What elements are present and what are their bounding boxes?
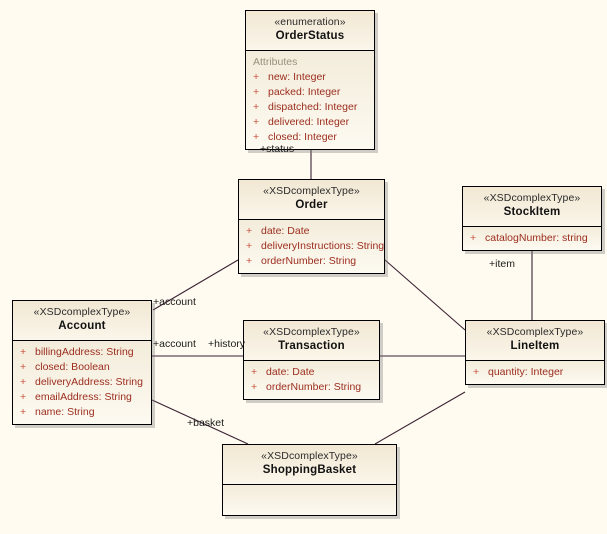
attribute-row: + closed: Boolean bbox=[18, 360, 147, 375]
connector-lineitem-shoppingbasket bbox=[374, 391, 466, 445]
attribute-visibility: + bbox=[473, 366, 480, 378]
attribute-text: billingAddress: String bbox=[35, 346, 134, 358]
attribute-visibility: + bbox=[246, 255, 253, 267]
attribute-text: catalogNumber: string bbox=[485, 232, 588, 244]
class-attributes-transaction: + date: Date + orderNumber: String bbox=[244, 361, 379, 399]
attribute-row: + catalogNumber: string bbox=[468, 231, 597, 246]
class-attributes-shoppingbasket bbox=[223, 485, 396, 515]
attribute-text: closed: Integer bbox=[268, 131, 337, 143]
connector-label-history: +history bbox=[208, 338, 246, 350]
class-header-shoppingbasket: «XSDcomplexType» ShoppingBasket bbox=[223, 445, 396, 485]
connector-label-account-upper: +account bbox=[153, 296, 196, 308]
attribute-text: packed: Integer bbox=[268, 86, 341, 98]
class-box-transaction[interactable]: «XSDcomplexType» Transaction + date: Dat… bbox=[243, 320, 380, 400]
attribute-visibility: + bbox=[246, 240, 253, 252]
attribute-row: + name: String bbox=[18, 405, 147, 420]
attribute-row: + packed: Integer bbox=[251, 85, 370, 100]
class-stereotype: «enumeration» bbox=[274, 16, 346, 28]
class-name: ShoppingBasket bbox=[262, 464, 357, 476]
class-name: OrderStatus bbox=[275, 30, 345, 42]
attribute-text: deliveryInstructions: String bbox=[261, 240, 385, 252]
class-stereotype: «XSDcomplexType» bbox=[263, 326, 360, 338]
attribute-text: orderNumber: String bbox=[266, 381, 362, 393]
class-name: Order bbox=[295, 199, 328, 211]
class-stereotype: «XSDcomplexType» bbox=[486, 326, 584, 338]
attribute-row: + quantity: Integer bbox=[471, 365, 600, 380]
class-attributes-order: + date: Date + deliveryInstructions: Str… bbox=[239, 220, 384, 273]
connector-label-status: +status bbox=[260, 143, 295, 155]
attribute-row: + billingAddress: String bbox=[18, 345, 147, 360]
class-stereotype: «XSDcomplexType» bbox=[261, 450, 358, 462]
attribute-text: date: Date bbox=[261, 225, 310, 237]
attribute-text: quantity: Integer bbox=[488, 366, 564, 378]
class-box-stockitem[interactable]: «XSDcomplexType» StockItem + catalogNumb… bbox=[462, 186, 602, 251]
class-name: StockItem bbox=[503, 206, 561, 218]
connector-label-item: +item bbox=[489, 258, 515, 270]
class-attributes-account: + billingAddress: String + closed: Boole… bbox=[13, 341, 151, 424]
attribute-text: name: String bbox=[35, 406, 95, 418]
attribute-visibility: + bbox=[253, 101, 260, 113]
attribute-text: orderNumber: String bbox=[261, 255, 357, 267]
attribute-visibility: + bbox=[251, 381, 258, 393]
class-stereotype: «XSDcomplexType» bbox=[263, 185, 360, 197]
connector-label-account-lower: +account bbox=[153, 338, 196, 350]
attribute-visibility: + bbox=[20, 361, 27, 373]
attribute-visibility: + bbox=[253, 116, 260, 128]
class-box-account[interactable]: «XSDcomplexType» Account + billingAddres… bbox=[12, 300, 152, 425]
class-box-orderstatus[interactable]: «enumeration» OrderStatus Attributes + n… bbox=[245, 10, 375, 150]
attribute-row: + deliveryAddress: String bbox=[18, 375, 147, 390]
attribute-row: + new: Integer bbox=[251, 70, 370, 85]
attribute-row: + emailAddress: String bbox=[18, 390, 147, 405]
attribute-visibility: + bbox=[20, 346, 27, 358]
attribute-visibility: + bbox=[253, 86, 260, 98]
class-stereotype: «XSDcomplexType» bbox=[483, 192, 581, 204]
class-attributes-orderstatus: Attributes + new: Integer + packed: Inte… bbox=[246, 51, 374, 149]
attribute-row: + delivered: Integer bbox=[251, 115, 370, 130]
attribute-text: delivered: Integer bbox=[268, 116, 350, 128]
attribute-visibility: + bbox=[251, 366, 258, 378]
attribute-row: + orderNumber: String bbox=[249, 380, 375, 395]
attribute-visibility: + bbox=[20, 406, 27, 418]
class-header-lineitem: «XSDcomplexType» LineItem bbox=[466, 321, 604, 361]
attribute-text: closed: Boolean bbox=[35, 361, 110, 373]
class-name: Transaction bbox=[278, 340, 345, 352]
class-header-account: «XSDcomplexType» Account bbox=[13, 301, 151, 341]
attribute-text: deliveryAddress: String bbox=[35, 376, 143, 388]
class-stereotype: «XSDcomplexType» bbox=[33, 306, 131, 318]
class-box-shoppingbasket[interactable]: «XSDcomplexType» ShoppingBasket bbox=[222, 444, 397, 516]
class-header-transaction: «XSDcomplexType» Transaction bbox=[244, 321, 379, 361]
attribute-row: + dispatched: Integer bbox=[251, 100, 370, 115]
class-attributes-stockitem: + catalogNumber: string bbox=[463, 227, 601, 250]
class-name: Account bbox=[58, 320, 106, 332]
class-box-order[interactable]: «XSDcomplexType» Order + date: Date + de… bbox=[238, 179, 385, 274]
attribute-visibility: + bbox=[253, 71, 260, 83]
class-header-stockitem: «XSDcomplexType» StockItem bbox=[463, 187, 601, 227]
attribute-visibility: + bbox=[246, 225, 253, 237]
attribute-text: dispatched: Integer bbox=[268, 101, 358, 113]
attribute-row: + deliveryInstructions: String bbox=[244, 239, 384, 254]
attribute-row: + date: Date bbox=[249, 365, 375, 380]
attributes-section-label: Attributes bbox=[253, 56, 298, 68]
attribute-visibility: + bbox=[20, 376, 27, 388]
attribute-visibility: + bbox=[20, 391, 27, 403]
attribute-text: date: Date bbox=[266, 366, 315, 378]
class-header-orderstatus: «enumeration» OrderStatus bbox=[246, 11, 374, 51]
attribute-row: + closed: Integer bbox=[251, 130, 370, 145]
attribute-row: + date: Date bbox=[244, 224, 380, 239]
class-header-order: «XSDcomplexType» Order bbox=[239, 180, 384, 220]
attribute-row: + orderNumber: String bbox=[244, 254, 380, 269]
class-attributes-lineitem: + quantity: Integer bbox=[466, 361, 604, 384]
attribute-text: emailAddress: String bbox=[35, 391, 132, 403]
connector-label-basket: +basket bbox=[187, 417, 225, 429]
class-box-lineitem[interactable]: «XSDcomplexType» LineItem + quantity: In… bbox=[465, 320, 605, 385]
class-name: LineItem bbox=[510, 340, 560, 352]
attribute-visibility: + bbox=[253, 131, 260, 143]
attribute-visibility: + bbox=[470, 232, 477, 244]
attribute-text: new: Integer bbox=[268, 71, 326, 83]
connector-order-lineitem bbox=[384, 259, 466, 331]
